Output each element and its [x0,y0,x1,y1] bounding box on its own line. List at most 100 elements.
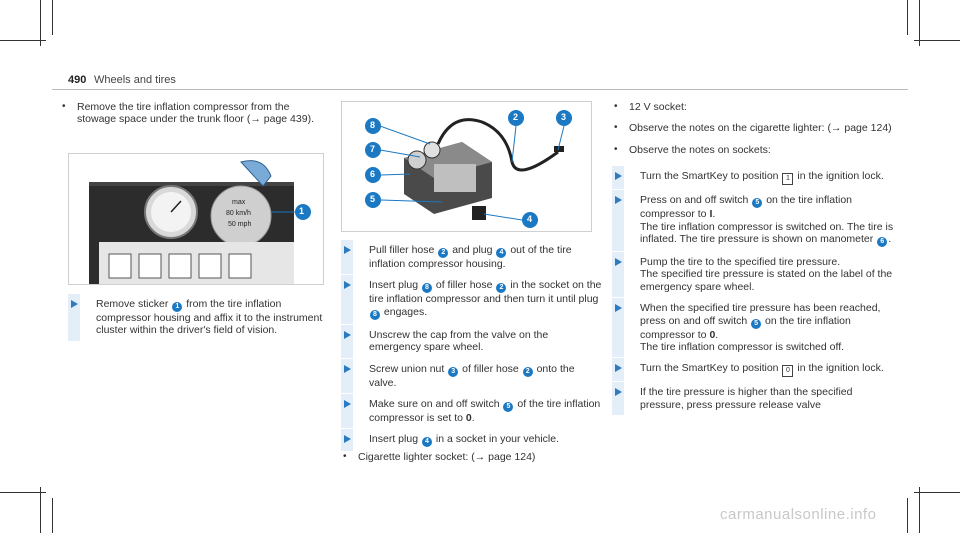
instruction-step: Insert plug 8 of filler hose 2 in the so… [341,275,603,324]
crop-mark [914,492,960,493]
instruction-step: Pump the tire to the specified tire pres… [612,252,894,298]
callout-badge: 4 [496,248,507,258]
bullet-text: Remove the tire inflation compressor fro… [77,101,290,126]
step-text: engages. [381,305,428,318]
instruction-step: Screw union nut 3 of filler hose 2 onto … [341,358,603,394]
step-result-text: The tire inflation compressor is switche… [640,341,845,354]
list-item: •Observe the notes on the cigarette ligh… [612,122,894,134]
column-3: •12 V socket: •Observe the notes on the … [612,101,894,420]
step-text: on the tire inflation compressor to [640,194,853,221]
step-result-text: The tire inflation compressor is switche… [640,220,894,246]
page-ref-link[interactable]: page 124) [485,451,536,464]
step-bar [612,190,624,252]
list-item: • Cigarette lighter socket: (→ page 124) [341,451,603,463]
header-rule [52,89,908,90]
figure-illustration [365,110,572,228]
instruction-step: When the specified tire pressure has bee… [612,298,894,358]
watermark: carmanualsonline.info [720,506,877,523]
switch-position: 0 [465,412,472,425]
instruction-step: Press on and off switch 5 on the tire in… [612,190,894,252]
step-arrow-icon [344,400,351,409]
step-text: If the tire pressure is higher than the … [640,386,853,411]
step-text: . [471,412,475,425]
switch-position: I [709,208,713,221]
crop-mark [907,0,908,35]
instruction-step: Make sure on and off switch 5 of the tir… [341,394,603,429]
step-bar [612,382,624,416]
step-text: Pull filler hose [369,244,438,256]
figure-callout: 2 [513,112,519,122]
switch-position: 0 [709,328,716,341]
list-item: • Remove the tire inflation compressor f… [60,101,322,126]
instruction-step: Remove sticker 1 from the tire inflation… [68,294,324,341]
sticker-label-kmh: 80 km/h [226,210,251,217]
instruction-step: Insert plug 4 in a socket in your vehicl… [341,429,603,452]
crop-mark [914,40,960,41]
step-text: in the ignition lock. [794,362,884,375]
step-text: onto the valve. [369,362,575,389]
step-text: Insert plug [369,279,421,292]
figure-callout: 5 [370,194,376,204]
figure-compressor-sticker: max 80 km/h 50 mph 1 [68,153,324,285]
step-arrow-icon [344,281,351,290]
step-text: Unscrew the cap from the valve on the em… [369,328,549,354]
crop-mark [0,40,46,41]
bullet-text: 12 V socket: [629,101,687,113]
step-text: Make sure on and off switch [369,398,503,411]
step-arrow-icon [615,196,622,205]
list-item: •12 V socket: [612,101,894,113]
bullet-dot: • [614,143,618,155]
figure-callout: 4 [527,214,533,224]
step-arrow-icon [615,388,622,397]
callout-badge: 4 [421,437,432,448]
instruction-step: If the tire pressure is higher than the … [612,382,894,416]
ref-open: ( [246,113,251,126]
step-text: Remove sticker [96,298,172,310]
step-arrow-icon [615,172,622,181]
crop-mark [0,492,46,493]
figure-callout: 1 [299,206,305,216]
bullet-dot: • [62,101,66,112]
step-text: in a socket in your vehicle. [432,433,560,446]
step-bar [612,298,624,358]
step-text: . [712,208,716,221]
callout-badge: 2 [522,366,533,377]
callout-badge: 3 [448,366,459,377]
step-text: Pump the tire to the specified tire pres… [640,256,841,269]
crop-mark [40,0,41,46]
instruction-step: Pull filler hose 2 and plug 4 out of the… [341,240,603,275]
page-title: Wheels and tires [94,74,176,86]
page-ref-link[interactable]: page 439). [260,113,314,126]
step-arrow-icon [344,435,351,444]
bullet-dot: • [343,451,347,463]
instruction-step: Turn the SmartKey to position 0 in the i… [612,358,894,382]
crop-mark [919,487,920,533]
callout-badge: 8 [421,283,432,294]
callout-badge: 2 [438,248,449,258]
bullet-dot: • [614,122,618,134]
callout-badge: 5 [752,198,763,209]
sticker-label-max: max [232,199,246,206]
step-text: from the tire inflation compressor housi… [96,298,323,337]
bullet-text: Observe the notes on sockets: [629,143,771,156]
step-text: on the tire inflation compressor to [640,314,851,341]
step-text: . [888,233,892,246]
figure-illustration [89,160,311,284]
page-number: 490 [68,74,87,86]
callout-badge: 2 [496,283,507,294]
step-result-text: The specified tire pressure is stated on… [640,268,893,293]
crop-mark [919,0,920,46]
step-arrow-icon [71,300,78,308]
step-text: in the socket on the tire inflation comp… [369,279,602,306]
step-text: Screw union nut [369,362,448,375]
key-position-symbol: 0 [782,365,794,378]
step-text: Press on and off switch [640,194,752,207]
step-arrow-icon [615,364,622,373]
step-arrow-icon [615,304,622,313]
step-text: Insert plug [369,433,421,446]
figure-compressor-hose: 8 7 6 5 2 3 4 [341,101,592,232]
step-text: Turn the SmartKey to position [640,362,782,375]
step-text: When the specified tire pressure has bee… [640,302,881,327]
step-arrow-icon [344,330,351,339]
callout-badge: 6 [877,237,888,248]
